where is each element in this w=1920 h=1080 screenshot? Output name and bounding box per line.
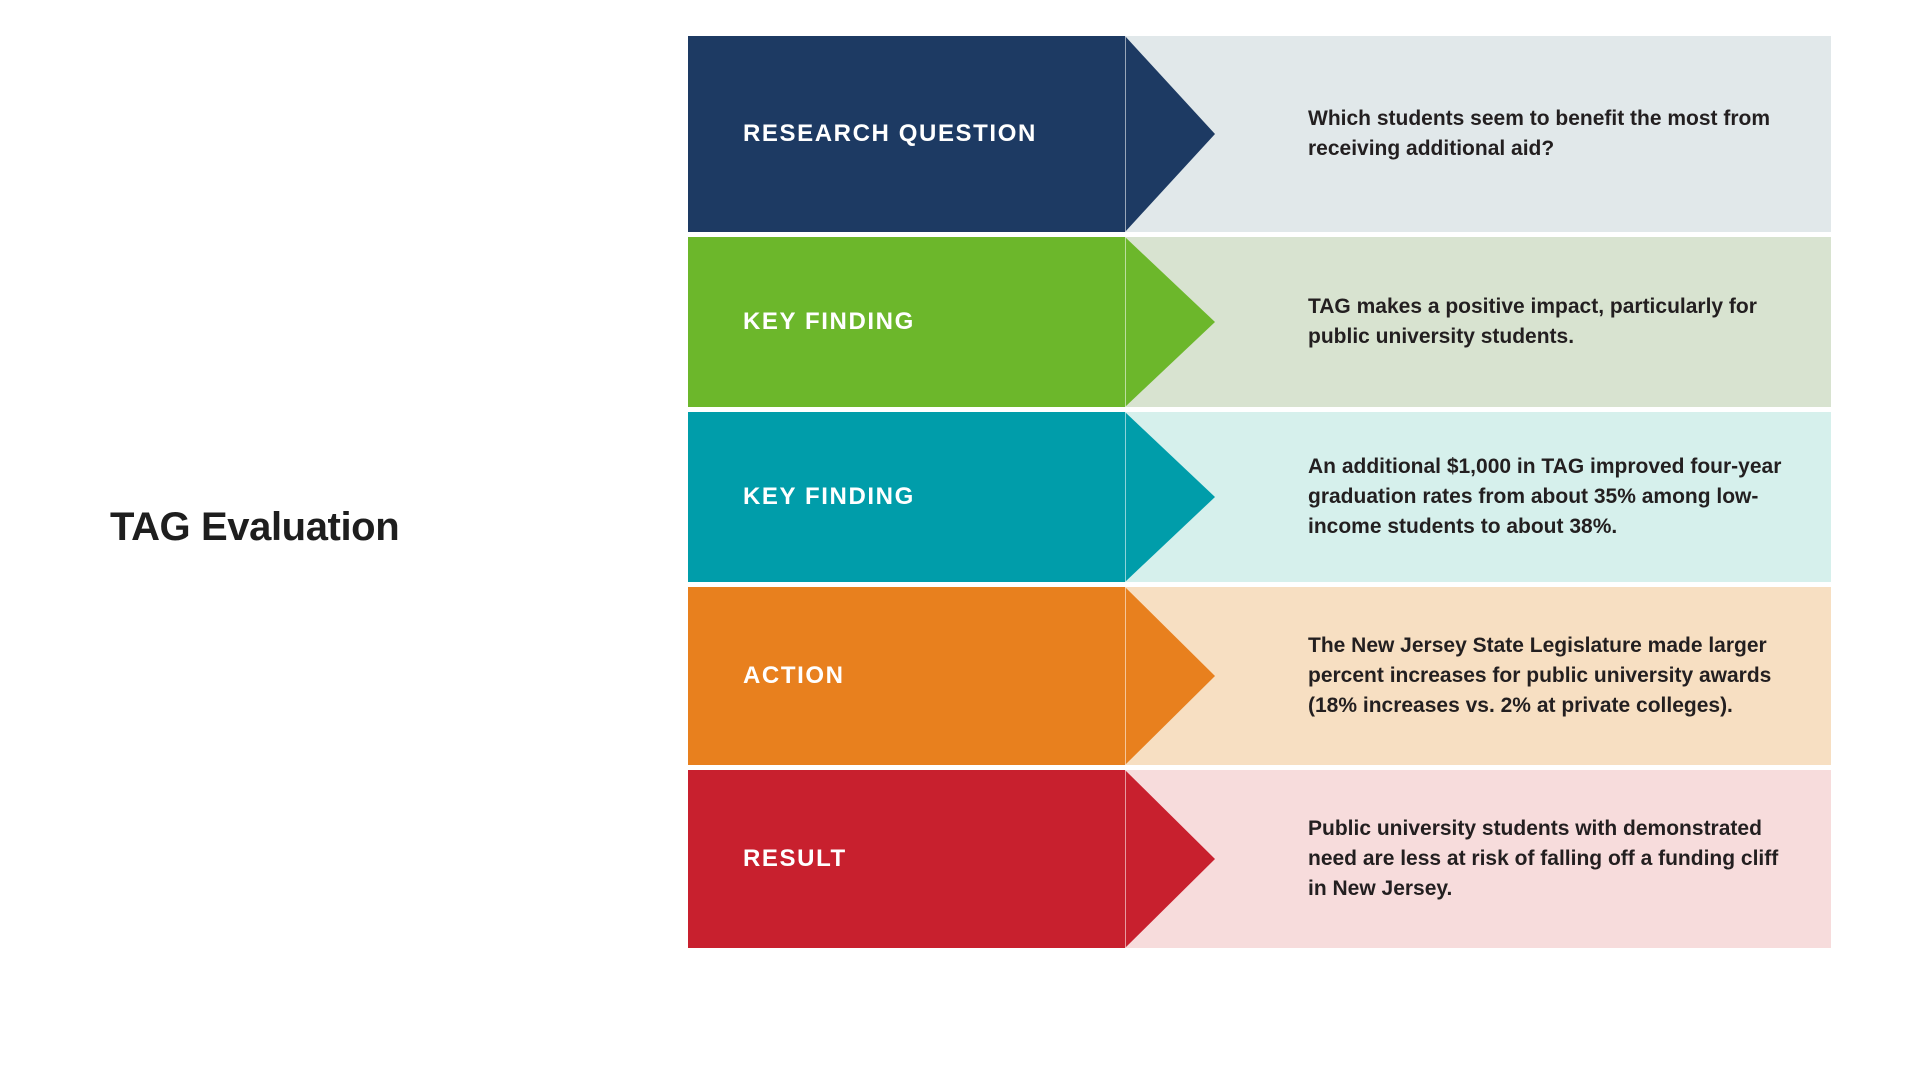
flow-row-label-block: KEY FINDING — [688, 237, 1125, 407]
flow-row: KEY FINDING TAG makes a positive impact, … — [688, 237, 1831, 407]
flow-row-body: An additional $1,000 in TAG improved fou… — [1125, 412, 1831, 582]
flow-row-label-block: ACTION — [688, 587, 1125, 765]
flow-row-seam — [1125, 412, 1126, 582]
flow-row-seam — [1125, 770, 1126, 948]
flow-arrow-triangle — [1125, 36, 1215, 232]
flow-row-text: Which students seem to benefit the most … — [1308, 107, 1771, 160]
flow-arrow-triangle — [1125, 237, 1215, 407]
process-flow-diagram: RESEARCH QUESTION Which students seem to … — [688, 36, 1831, 993]
flow-row-body: The New Jersey State Legislature made la… — [1125, 587, 1831, 765]
flow-row: RESULT Public university students with de… — [688, 770, 1831, 948]
flow-row-seam — [1125, 587, 1126, 765]
flow-row-label-block: KEY FINDING — [688, 412, 1125, 582]
flow-arrow-triangle — [1125, 770, 1215, 948]
flow-row-label: RESULT — [743, 845, 847, 872]
flow-row-label: KEY FINDING — [743, 308, 915, 335]
flow-arrow-icon — [1125, 412, 1215, 582]
flow-row-body: TAG makes a positive impact, particularl… — [1125, 237, 1831, 407]
flow-row: KEY FINDING An additional $1,000 in TAG i… — [688, 412, 1831, 582]
flow-row-label: ACTION — [743, 662, 845, 689]
flow-row-text: An additional $1,000 in TAG improved fou… — [1308, 455, 1782, 538]
flow-arrow-triangle — [1125, 412, 1215, 582]
flow-row-body: Which students seem to benefit the most … — [1125, 36, 1831, 232]
page-title: TAG Evaluation — [110, 505, 400, 549]
flow-arrow-icon — [1125, 587, 1215, 765]
flow-arrow-icon — [1125, 36, 1215, 232]
flow-arrow-triangle — [1125, 587, 1215, 765]
flow-row: RESEARCH QUESTION Which students seem to … — [688, 36, 1831, 232]
flow-row-text: Public university students with demonstr… — [1308, 817, 1779, 900]
flow-row-label-block: RESULT — [688, 770, 1125, 948]
flow-row-text: TAG makes a positive impact, particularl… — [1308, 295, 1757, 348]
flow-row-text: The New Jersey State Legislature made la… — [1308, 634, 1772, 717]
flow-row-body: Public university students with demonstr… — [1125, 770, 1831, 948]
flow-row-label: KEY FINDING — [743, 483, 915, 510]
flow-row-label-block: RESEARCH QUESTION — [688, 36, 1125, 232]
flow-row-label: RESEARCH QUESTION — [743, 120, 1037, 147]
flow-row-seam — [1125, 36, 1126, 232]
flow-row: ACTION The New Jersey State Legislature m… — [688, 587, 1831, 765]
flow-arrow-icon — [1125, 237, 1215, 407]
flow-arrow-icon — [1125, 770, 1215, 948]
flow-row-seam — [1125, 237, 1126, 407]
